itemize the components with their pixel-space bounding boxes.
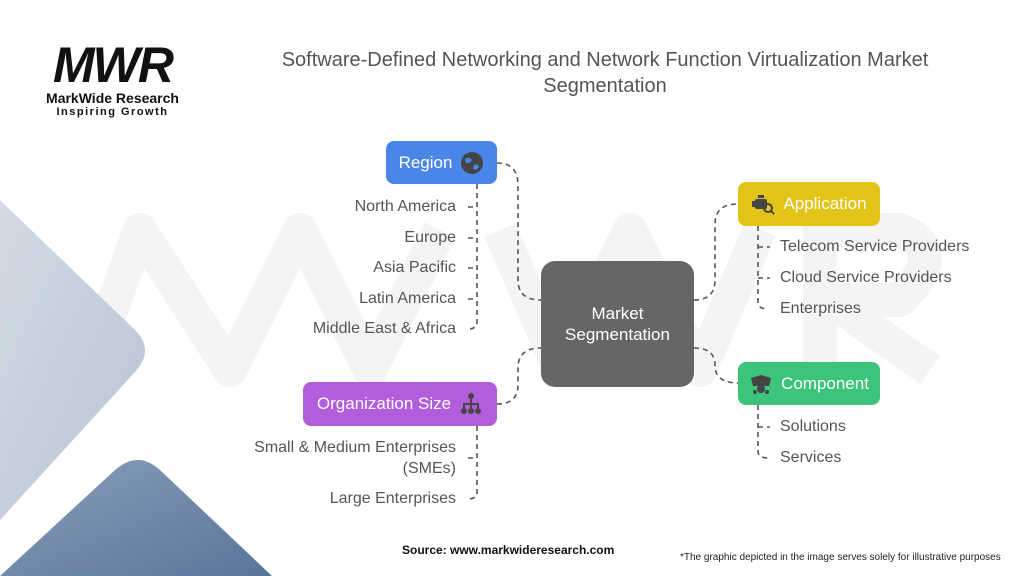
list-item: Middle East & Africa — [312, 320, 456, 337]
component-node: Component — [738, 362, 880, 405]
logo: MWR MarkWide Research Inspiring Growth — [35, 40, 190, 119]
list-item: Telecom Service Providers — [780, 238, 970, 255]
decor-shape-light — [0, 200, 145, 520]
list-item: Latin America — [359, 290, 456, 307]
logo-name: MarkWide Research — [46, 90, 179, 106]
page-title: Software-Defined Networking and Network … — [281, 49, 929, 97]
application-label: Application — [783, 194, 867, 213]
list-item: Asia Pacific — [373, 259, 456, 276]
list-item: Large Enterprises — [329, 490, 456, 507]
list-item: Enterprises — [780, 300, 861, 317]
organization-node: Organization Size — [303, 382, 497, 426]
list-item: North America — [354, 198, 456, 215]
organization-label: Organization Size — [316, 394, 452, 413]
watermark-graphic — [73, 213, 942, 387]
application-node: Application — [738, 182, 880, 226]
component-label: Component — [781, 373, 869, 393]
engine-search-icon — [752, 195, 776, 215]
list-item: Cloud Service Providers — [780, 269, 952, 286]
region-label: Region — [398, 152, 453, 172]
region-node: Region — [386, 141, 497, 184]
list-item: Small & Medium Enterprises — [254, 439, 456, 456]
logo-mark: MWR — [53, 37, 174, 93]
list-item: Services — [780, 449, 842, 466]
list-item: Solutions — [780, 418, 846, 435]
source-text: Source: www.markwideresearch.com — [402, 543, 615, 557]
globe-icon — [461, 151, 484, 174]
hierarchy-icon — [461, 393, 482, 414]
logo-tagline: Inspiring Growth — [56, 106, 169, 118]
list-item-continued: (SMEs) — [402, 460, 456, 477]
center-label: Market Segmentation — [565, 304, 670, 344]
disclaimer-text: *The graphic depicted in the image serve… — [680, 552, 1001, 563]
list-item: Europe — [404, 229, 456, 246]
decor-shape-dark — [0, 460, 272, 576]
connectors — [467, 162, 770, 500]
center-node: Market Segmentation — [541, 261, 694, 387]
component-icon — [751, 374, 772, 394]
